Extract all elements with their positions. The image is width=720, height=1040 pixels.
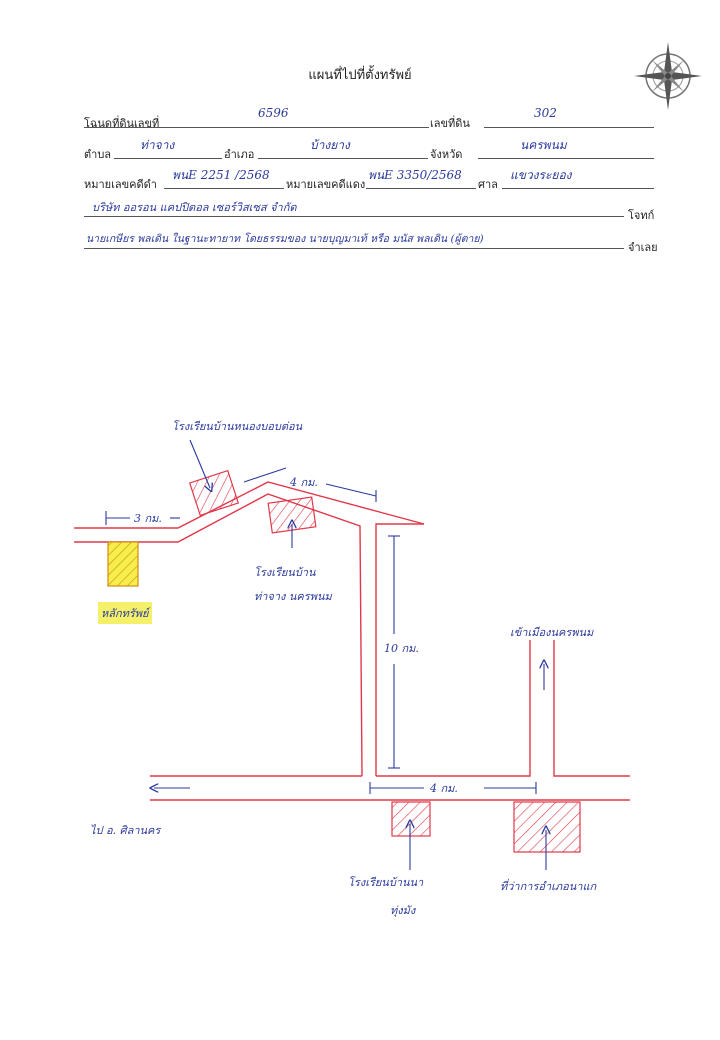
page-title: แผนที่ไปที่ตั้งทรัพย์ (308, 68, 412, 83)
red-case-value: พนE 3350/2568 (368, 168, 462, 182)
district-value: บ้างยาง (310, 138, 350, 152)
defendant-label: จำเลย (628, 241, 658, 254)
red-case-rule (366, 188, 476, 189)
black-case-label: หมายเลขคดีดำ (84, 178, 157, 191)
dist-4km-bottom-label: 4 กม. (429, 782, 458, 795)
office-marker (513, 801, 581, 853)
to-district-label: ไป อ. ศิลานคร (90, 824, 162, 837)
road-network (74, 481, 630, 801)
defendant-value: นายเกษียร พลเดิน ในฐานะทายาท โดยธรรมของ … (86, 233, 484, 245)
subdistrict-value: ท่าจาง (140, 138, 175, 152)
province-value: นครพนม (520, 138, 567, 152)
district-rule (258, 158, 428, 159)
dist-10km-label: 10 กม. (384, 642, 419, 655)
black-case-value: พนE 2251 /2568 (172, 168, 270, 182)
province-label: จังหวัด (430, 148, 463, 161)
plaintiff-value: บริษัท ออรอน แคปปิตอล เซอร์วิสเซส จำกัด (92, 201, 297, 214)
land-no-rule (484, 127, 654, 128)
subdistrict-rule (114, 158, 222, 159)
province-rule (478, 158, 654, 159)
school-1-label: โรงเรียนบ้านหนองบอบต่อน (172, 420, 303, 433)
compass-rose-icon (634, 42, 702, 110)
school-3-label-2: ทุ่งมัง (390, 904, 417, 917)
plaintiff-label: โจทก์ (628, 209, 655, 222)
dist-3km-label: 3 กม. (134, 512, 162, 525)
deed-label: โฉนดที่ดินเลขที่ (84, 117, 160, 130)
land-no-label: เลขที่ดิน (430, 117, 470, 130)
school-2-marker (267, 496, 317, 534)
office-label: ที่ว่าการอำเภอนาแก (500, 878, 598, 893)
court-label: ศาล (478, 178, 498, 191)
property-label: หลักทรัพย์ (98, 602, 152, 624)
plaintiff-rule (84, 216, 624, 217)
to-city-label: เข้าเมืองนครพนม (510, 626, 594, 639)
property-marker-hatch (108, 542, 138, 586)
district-label: อำเภอ (224, 148, 255, 161)
subdistrict-label: ตำบล (84, 148, 112, 161)
defendant-rule (84, 248, 624, 249)
school-2-label-1: โรงเรียนบ้าน (254, 566, 316, 579)
school-2-label-2: ท่าจาง นครพนม (254, 590, 332, 603)
court-rule (502, 188, 654, 189)
court-value: แขวงระยอง (510, 168, 572, 182)
land-no-value: 302 (534, 106, 557, 120)
dist-4km-top-label: 4 กม. (289, 476, 318, 489)
red-case-label: หมายเลขคดีแดง (286, 178, 366, 191)
deed-value: 6596 (258, 106, 289, 120)
school-3-label-1: โรงเรียนบ้านนา (348, 876, 424, 889)
school-1-marker (188, 469, 240, 517)
black-case-rule (164, 188, 284, 189)
deed-rule (84, 127, 429, 128)
school-3-marker (391, 801, 431, 837)
